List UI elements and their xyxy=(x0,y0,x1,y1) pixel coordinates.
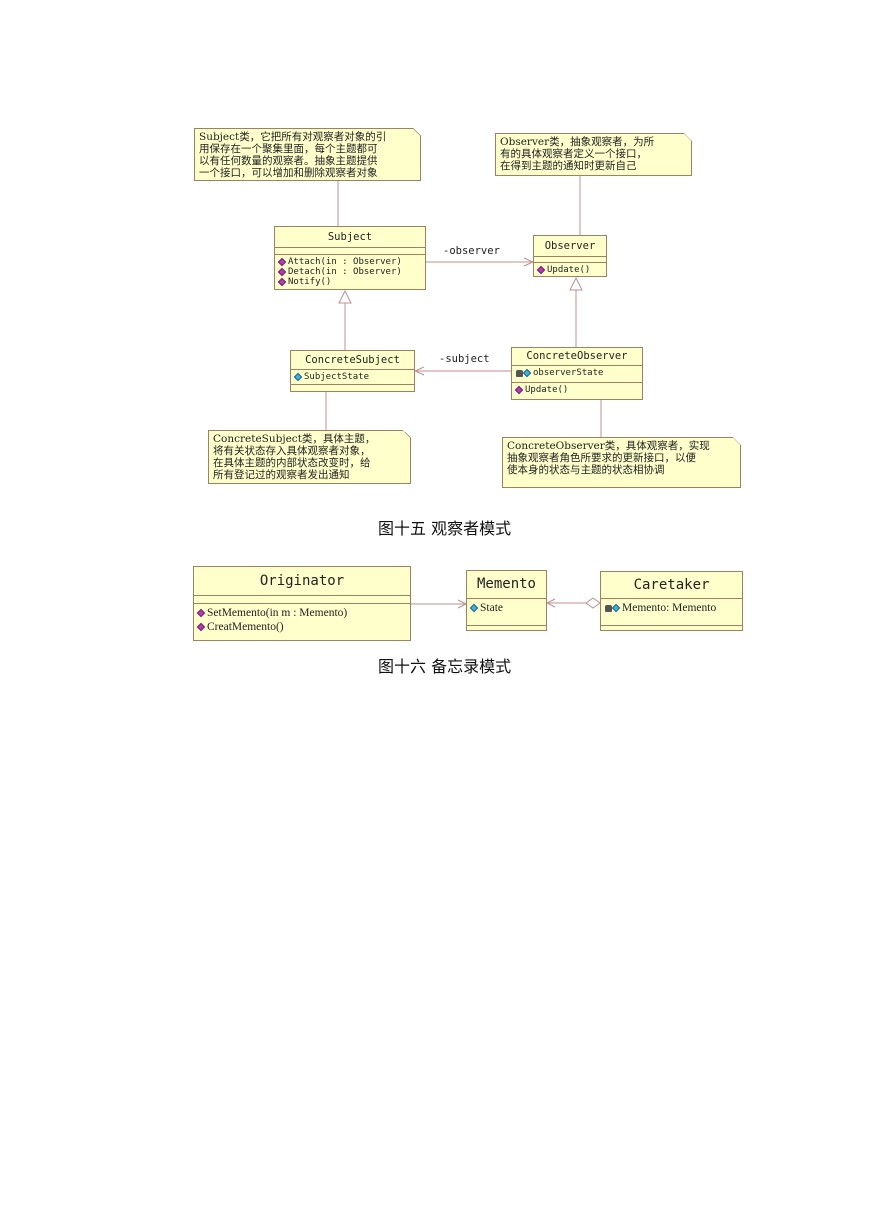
note-concrete-subject: ConcreteSubject类，具体主题， 将有关状态存入具体观察者对象， 在… xyxy=(208,430,411,484)
association-label-observer: -observer xyxy=(443,245,500,257)
class-name: ConcreteObserver xyxy=(512,348,642,366)
attribute-row: Memento: Memento xyxy=(605,601,738,615)
note-concrete-observer: ConcreteObserver类，具体观察者，实现 抽象观察者角色所要求的更新… xyxy=(502,437,741,488)
operation-section: Update() xyxy=(512,383,642,397)
attribute-section: SubjectState xyxy=(291,370,414,385)
attribute-section: Memento: Memento xyxy=(601,599,742,626)
note-subject: Subject类，它把所有对观察者对象的引 用保存在一个聚集里面，每个主题都可 … xyxy=(194,128,421,181)
operation-icon xyxy=(536,265,546,275)
generalization-arrow-observer xyxy=(569,276,583,291)
note-observer: Observer类，抽象观察者，为所 有的具体观察者定义一个接口， 在得到主题的… xyxy=(495,133,692,176)
attribute-section: State xyxy=(467,599,546,626)
class-subject[interactable]: Subject Attach(in : Observer) Detach(in … xyxy=(274,226,426,290)
attribute-row: SubjectState xyxy=(293,372,410,382)
operation-section: Update() xyxy=(534,263,606,277)
caption-figure16: 图十六 备忘录模式 xyxy=(378,657,512,676)
operation-row: Notify() xyxy=(277,277,421,287)
operation-icon xyxy=(277,267,287,277)
attribute-icon xyxy=(293,372,303,382)
class-originator[interactable]: Originator SetMemento(in m : Memento) Cr… xyxy=(193,566,411,641)
operation-section xyxy=(291,385,414,390)
class-memento[interactable]: Memento State xyxy=(466,570,547,631)
operation-row: SetMemento(in m : Memento) xyxy=(196,606,406,620)
operation-row: Update() xyxy=(536,265,602,275)
attribute-row: State xyxy=(469,601,542,615)
private-lock-icon xyxy=(516,369,523,377)
operation-icon xyxy=(277,277,287,287)
aggregation-diamond xyxy=(585,597,601,609)
class-name: Originator xyxy=(194,567,410,596)
operation-section xyxy=(601,626,742,636)
operation-section xyxy=(467,626,546,636)
class-name: ConcreteSubject xyxy=(291,351,414,370)
class-name: Subject xyxy=(275,227,425,248)
operation-row: Attach(in : Observer) xyxy=(277,257,421,267)
attribute-icon xyxy=(469,603,479,613)
aggregation-memento-arrow xyxy=(545,598,556,608)
association-subject-arrow xyxy=(413,366,425,376)
attribute-icon xyxy=(522,368,532,378)
operation-row: Detach(in : Observer) xyxy=(277,267,421,277)
operation-icon xyxy=(196,622,206,632)
class-name: Memento xyxy=(467,571,546,599)
attribute-section xyxy=(534,257,606,263)
class-concrete-observer[interactable]: ConcreteObserver observerState Update() xyxy=(511,347,643,400)
attribute-section xyxy=(194,596,410,604)
operation-icon xyxy=(514,385,524,395)
class-caretaker[interactable]: Caretaker Memento: Memento xyxy=(600,571,743,631)
attribute-row: observerState xyxy=(516,368,638,378)
operation-icon xyxy=(277,257,287,267)
operation-row: CreatMemento() xyxy=(196,620,406,634)
private-lock-icon xyxy=(605,604,612,612)
class-concrete-subject[interactable]: ConcreteSubject SubjectState xyxy=(290,350,415,392)
operation-section: Attach(in : Observer) Detach(in : Observ… xyxy=(275,255,425,289)
association-label-subject: -subject xyxy=(439,353,490,365)
attribute-icon xyxy=(611,603,621,613)
operation-section: SetMemento(in m : Memento) CreatMemento(… xyxy=(194,604,410,636)
operation-icon xyxy=(196,608,206,618)
attribute-section: observerState xyxy=(512,366,642,383)
class-name: Caretaker xyxy=(601,572,742,599)
class-observer[interactable]: Observer Update() xyxy=(533,235,607,277)
generalization-arrow-subject xyxy=(338,289,352,304)
operation-row: Update() xyxy=(514,385,638,395)
class-name: Observer xyxy=(534,236,606,257)
attribute-section xyxy=(275,248,425,255)
caption-figure15: 图十五 观察者模式 xyxy=(378,519,512,538)
